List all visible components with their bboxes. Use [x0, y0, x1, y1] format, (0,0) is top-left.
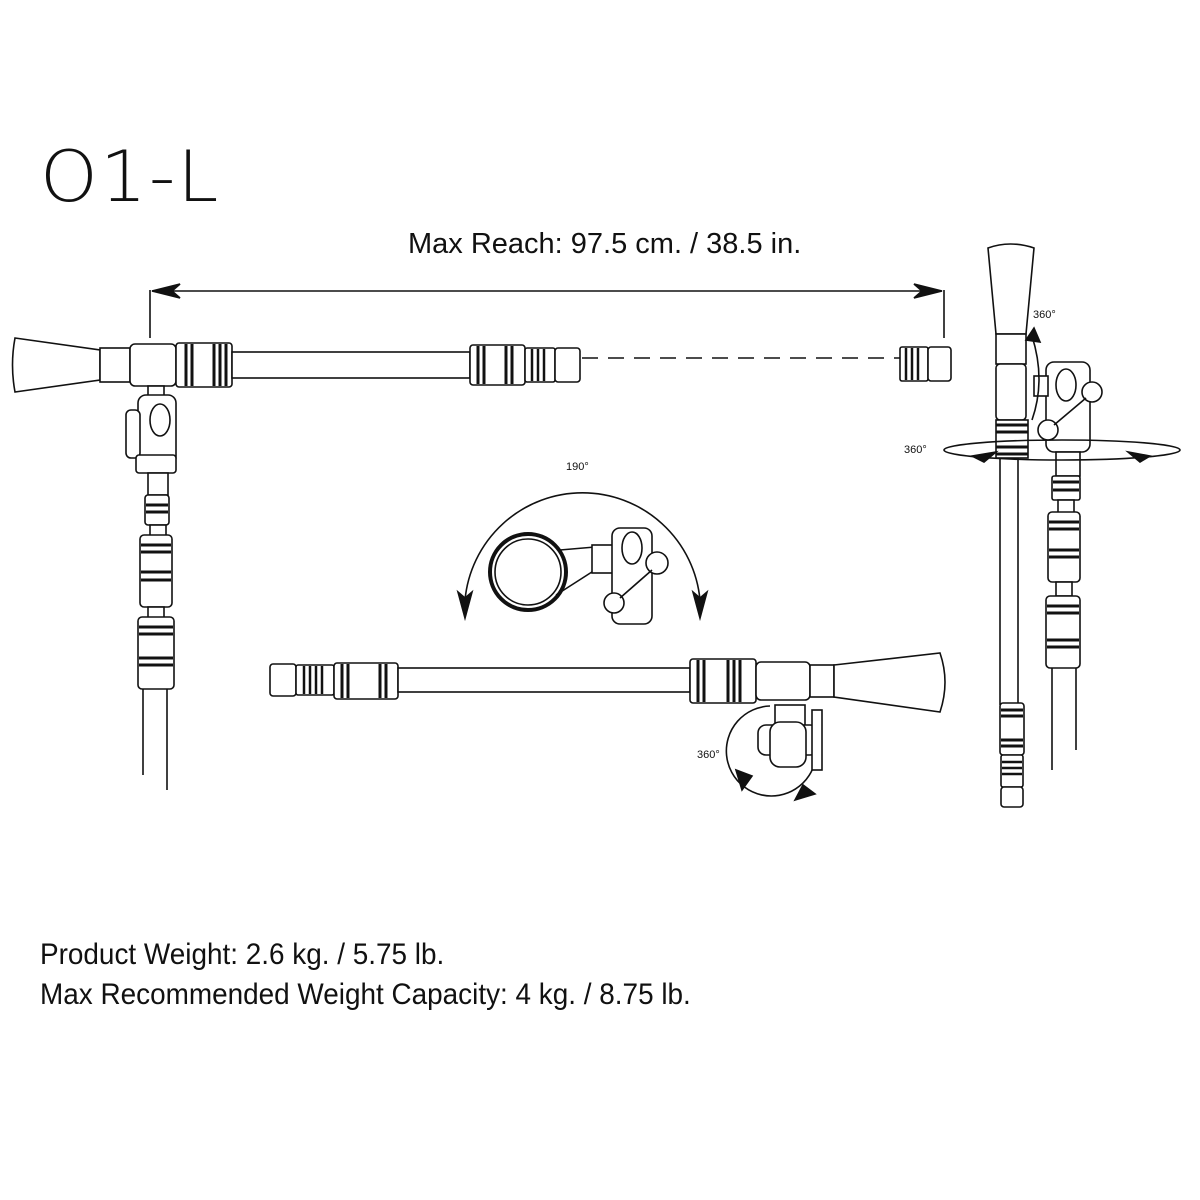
product-weight-spec: Product Weight: 2.6 kg. / 5.75 lb. [40, 938, 445, 971]
side-view-unit [987, 243, 1103, 808]
support-pole-left [125, 385, 177, 790]
ball-head-angle-label: 360° [697, 749, 720, 761]
side-rotation-arrows [943, 326, 1181, 463]
side-horizontal-angle-label: 360° [904, 444, 927, 456]
tilt-angle-label: 190° [566, 461, 589, 473]
tilt-detail [456, 492, 709, 625]
side-vertical-angle-label: 360° [1033, 309, 1056, 321]
max-capacity-spec: Max Recommended Weight Capacity: 4 kg. /… [40, 978, 691, 1011]
max-reach-dimension [149, 283, 945, 338]
max-reach-label: Max Reach: 97.5 cm. / 38.5 in. [408, 228, 802, 260]
ball-head-rotation [725, 704, 823, 802]
model-title: O1-L [40, 136, 221, 218]
boom-arm-reversed [269, 652, 946, 713]
boom-arm-extended [11, 337, 952, 393]
